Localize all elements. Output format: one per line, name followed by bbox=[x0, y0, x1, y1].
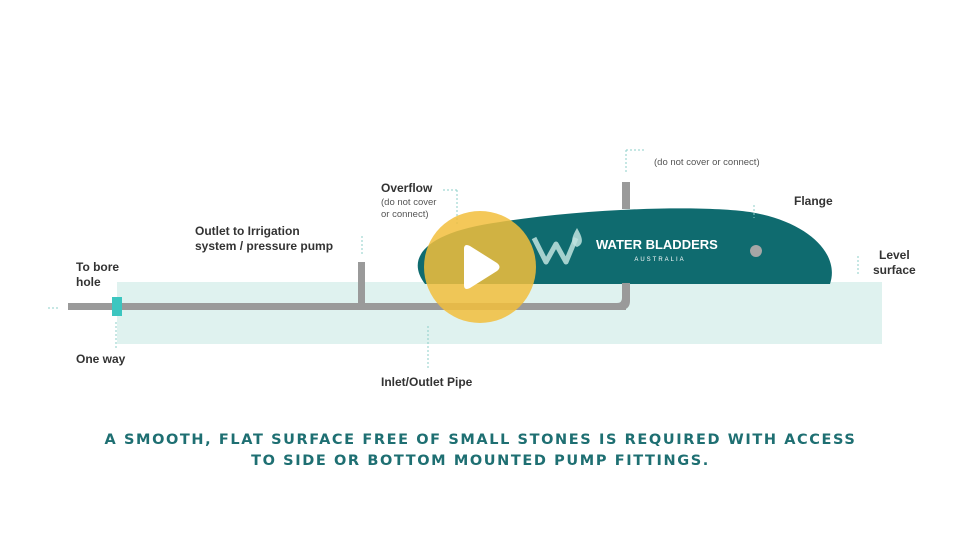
level-surface-line2: surface bbox=[873, 263, 916, 277]
video-play-button[interactable] bbox=[424, 211, 536, 323]
one-way-label: One way bbox=[76, 352, 126, 366]
outlet-line2: system / pressure pump bbox=[195, 239, 334, 253]
to-bore-hole-label: To bore hole bbox=[76, 260, 119, 290]
inlet-outlet-pipe-label: Inlet/Outlet Pipe bbox=[381, 375, 473, 389]
inlet-outlet-elbow bbox=[600, 283, 630, 310]
one-way-valve bbox=[112, 297, 122, 316]
outlet-line1: Outlet to Irrigation bbox=[195, 224, 300, 238]
to-bore-hole-line2: hole bbox=[76, 275, 101, 289]
outlet-label: Outlet to Irrigation system / pressure p… bbox=[195, 224, 333, 254]
caption-line1: A SMOOTH, FLAT SURFACE FREE OF SMALL STO… bbox=[104, 432, 857, 448]
level-surface-line1: Level bbox=[879, 248, 910, 262]
play-icon bbox=[464, 245, 500, 289]
outlet-riser bbox=[358, 262, 365, 306]
caption-line2: TO SIDE OR BOTTOM MOUNTED PUMP FITTINGS. bbox=[251, 453, 710, 469]
overflow-note-line2: or connect) bbox=[381, 209, 429, 220]
vent-note: (do not cover or connect) bbox=[654, 157, 760, 168]
vent-fitting bbox=[750, 245, 762, 257]
main-pipe bbox=[68, 303, 626, 310]
overflow-note-line1: (do not cover bbox=[381, 197, 437, 208]
brand-sub: AUSTRALIA bbox=[634, 257, 685, 263]
level-surface-label: Level surface bbox=[873, 248, 916, 278]
flange-label: Flange bbox=[794, 194, 833, 208]
overflow-riser bbox=[622, 182, 630, 209]
brand-name: WATER BLADDERS bbox=[596, 237, 718, 252]
overflow-label: Overflow bbox=[381, 181, 433, 195]
caption: A SMOOTH, FLAT SURFACE FREE OF SMALL STO… bbox=[0, 430, 961, 472]
water-bladders-logo-icon bbox=[531, 228, 582, 265]
to-bore-hole-line1: To bore bbox=[76, 260, 120, 274]
overflow-note: (do not cover or connect) bbox=[381, 197, 436, 221]
